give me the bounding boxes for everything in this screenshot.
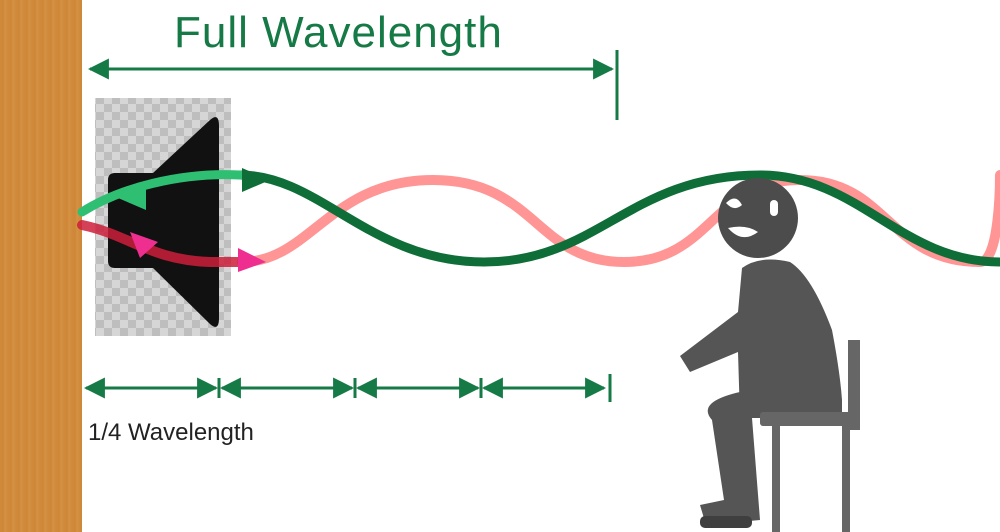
wall-panel bbox=[0, 0, 82, 532]
reflected-arrow-right bbox=[238, 248, 266, 272]
direct-arrow-right bbox=[242, 168, 270, 192]
quarter-wavelength-label: 1/4 Wavelength bbox=[88, 419, 254, 446]
seated-person-icon bbox=[680, 178, 860, 532]
direct-wave bbox=[235, 170, 1000, 267]
direct-wave-near bbox=[77, 170, 245, 217]
direct-arrow-left bbox=[118, 186, 146, 210]
speaker-icon bbox=[95, 98, 231, 336]
quarter-wavelength-dimensions bbox=[83, 374, 612, 402]
diagram-title: Full Wavelength bbox=[174, 8, 503, 57]
reflected-arrow-left bbox=[130, 232, 158, 258]
